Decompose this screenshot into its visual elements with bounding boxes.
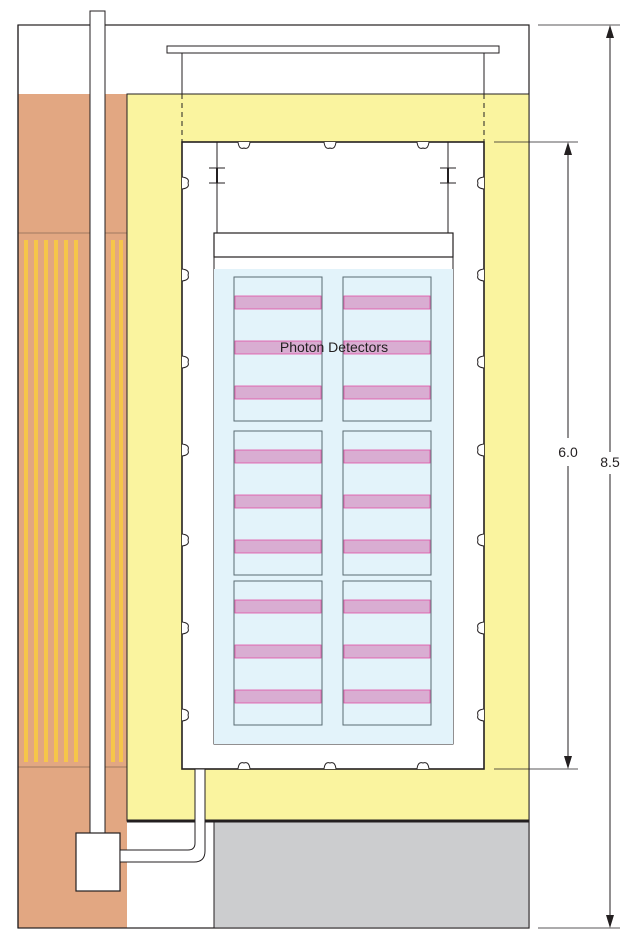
photon-detector-modules bbox=[233, 276, 432, 726]
detector-module bbox=[342, 580, 432, 726]
vessel-notch-left bbox=[181, 355, 189, 369]
floor-block bbox=[213, 821, 530, 929]
photon-detectors-label: Photon Detectors bbox=[280, 339, 388, 355]
detector-module bbox=[233, 276, 323, 422]
photon-detector-bar bbox=[343, 494, 431, 509]
photon-detector-bar bbox=[234, 644, 322, 659]
vessel-notch-right bbox=[477, 268, 485, 282]
vessel-notch-right bbox=[477, 708, 485, 722]
vessel-notch-left bbox=[181, 443, 189, 457]
vessel-notch-right bbox=[477, 621, 485, 635]
photon-detector-bar bbox=[234, 599, 322, 614]
photon-detector-bar bbox=[343, 385, 431, 400]
rock-stripes bbox=[24, 240, 123, 762]
photon-detector-bar bbox=[234, 494, 322, 509]
rock-stripe bbox=[54, 240, 58, 762]
vessel-notch-left bbox=[181, 176, 189, 190]
roof-plate bbox=[166, 45, 500, 54]
dim-inner-arrowhead-bottom bbox=[564, 756, 572, 769]
photon-detector-bar bbox=[343, 539, 431, 554]
dim-outer-arrowhead-top bbox=[606, 25, 614, 38]
rock-stripe bbox=[111, 240, 115, 762]
detector-module bbox=[342, 430, 432, 576]
vessel-notch-bottom bbox=[323, 762, 337, 770]
rock-stripe bbox=[74, 240, 78, 762]
pump-box bbox=[75, 832, 121, 892]
photon-detector-bar bbox=[343, 449, 431, 464]
rock-stripe bbox=[119, 240, 123, 762]
rock-stripe bbox=[34, 240, 38, 762]
horizontal-pipe bbox=[119, 768, 206, 863]
detector-top-plate bbox=[213, 232, 454, 258]
photon-detector-bar bbox=[343, 599, 431, 614]
dim-outer-arrowhead-bottom bbox=[606, 915, 614, 928]
vessel-notch-left bbox=[181, 268, 189, 282]
i-beam-right bbox=[440, 167, 456, 184]
photon-detector-bar bbox=[343, 644, 431, 659]
vessel-notch-left bbox=[181, 533, 189, 547]
vertical-pipe bbox=[89, 10, 106, 834]
photon-detector-bar bbox=[234, 449, 322, 464]
vessel-notch-right bbox=[477, 355, 485, 369]
detector-module bbox=[342, 276, 432, 422]
vessel-notch-left bbox=[181, 621, 189, 635]
vessel-notch-top bbox=[323, 141, 337, 149]
vessel-notch-right bbox=[477, 176, 485, 190]
detector-module bbox=[233, 580, 323, 726]
vessel-notches bbox=[181, 141, 485, 770]
photon-detector-bar bbox=[343, 689, 431, 704]
outer-height-label: 8.5 bbox=[600, 454, 620, 470]
rock-stripe bbox=[44, 240, 48, 762]
photon-detector-bar bbox=[234, 295, 322, 310]
vessel-notch-bottom bbox=[237, 762, 251, 770]
rock-stripe bbox=[64, 240, 68, 762]
rock-stripe bbox=[24, 240, 28, 762]
photon-detector-bar bbox=[234, 340, 322, 355]
vessel-notch-right bbox=[477, 443, 485, 457]
photon-detector-bar bbox=[343, 295, 431, 310]
photon-detector-bar bbox=[234, 385, 322, 400]
vessel-notch-bottom bbox=[416, 762, 430, 770]
dim-inner-arrowhead-top bbox=[564, 142, 572, 155]
photon-detector-bar bbox=[234, 689, 322, 704]
photon-detector-bar bbox=[234, 539, 322, 554]
photon-detector-bar bbox=[343, 340, 431, 355]
vessel-notch-left bbox=[181, 708, 189, 722]
vessel-notch-right bbox=[477, 533, 485, 547]
inner-height-label: 6.0 bbox=[558, 444, 578, 460]
vessel-notch-top bbox=[237, 141, 251, 149]
detector-module bbox=[233, 430, 323, 576]
i-beam-left bbox=[209, 167, 225, 184]
vessel-notch-top bbox=[416, 141, 430, 149]
